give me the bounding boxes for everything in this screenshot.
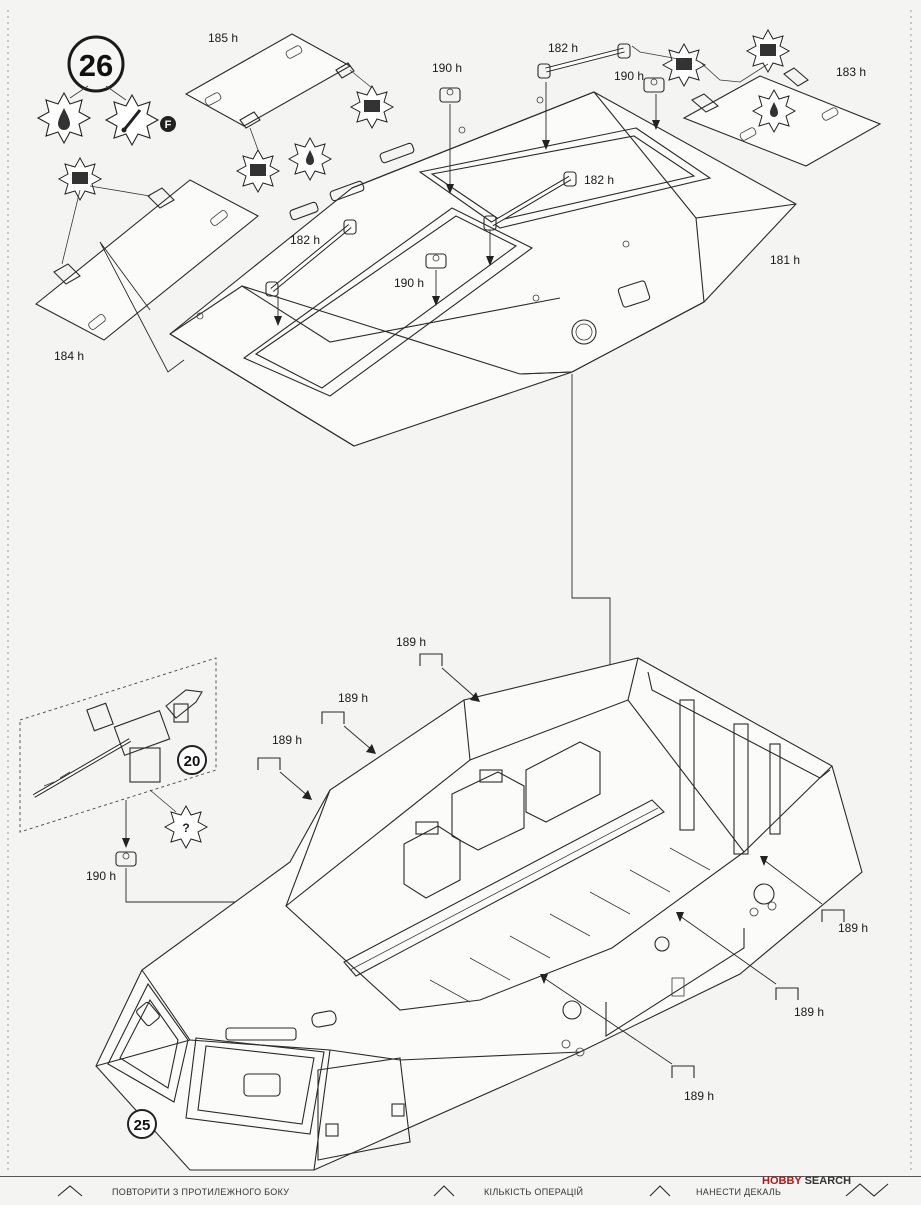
- part-189-handle: [419, 653, 443, 666]
- label-190-top: 190 h: [432, 61, 462, 75]
- part-189-handle: [821, 909, 845, 922]
- part-184-hatch: [35, 179, 259, 341]
- decal-sheet-icon: [349, 84, 395, 130]
- decal-sheet-icon: [57, 156, 103, 202]
- svg-text:26: 26: [79, 48, 113, 83]
- machine-gun-reference-inset: [19, 657, 217, 833]
- legend-decal-text: НАНЕСТИ ДЕКАЛЬ: [696, 1187, 782, 1197]
- part-189-handle: [775, 987, 799, 1000]
- label-189-upper-left: 189 h: [338, 691, 368, 705]
- label-190-middle: 190 h: [394, 276, 424, 290]
- part-190-bracket: [643, 77, 665, 93]
- part-190-bracket: [425, 253, 447, 269]
- label-190-right: 190 h: [614, 69, 644, 83]
- page-corner-icon: [845, 1183, 889, 1197]
- label-189-lower-right: 189 h: [794, 1005, 824, 1019]
- label-184: 184 h: [54, 349, 84, 363]
- assembly-arrows-lower: [279, 667, 823, 1065]
- label-182-middle: 182 h: [584, 173, 614, 187]
- part-182-handle: [537, 43, 631, 79]
- brush-icon: [104, 93, 160, 147]
- operation-count-icon: [433, 1185, 455, 1197]
- repeat-opposite-side-icon: [57, 1185, 83, 1197]
- legend-count-text: КІЛЬКІСТЬ ОПЕРАЦІЙ: [484, 1187, 584, 1197]
- glue-drop-icon: [36, 91, 92, 145]
- watermark-credit: HOBBY SEARCH: [762, 1175, 851, 1187]
- instruction-legend-footer: ПОВТОРИТИ З ПРОТИЛЕЖНОГО БОКУ КІЛЬКІСТЬ …: [0, 1176, 921, 1201]
- label-185: 185 h: [208, 31, 238, 45]
- decal-sheet-icon: [235, 148, 281, 194]
- label-189-left: 189 h: [272, 733, 302, 747]
- part-185-hatch: [184, 33, 355, 129]
- label-182-top: 182 h: [548, 41, 578, 55]
- reference-step-25-badge: 25: [127, 1109, 157, 1139]
- part-181-upper-hull: [169, 91, 797, 447]
- apply-decal-icon: [649, 1185, 671, 1197]
- svg-text:F: F: [165, 119, 172, 131]
- label-181: 181 h: [770, 253, 800, 267]
- step-number-badge: 26: [67, 35, 125, 93]
- flag-f-icon: F: [160, 116, 176, 132]
- svg-text:25: 25: [134, 1117, 151, 1134]
- label-183: 183 h: [836, 65, 866, 79]
- part-189-handle: [257, 757, 281, 770]
- glue-drop-icon: [287, 136, 333, 182]
- label-189-bottom: 189 h: [684, 1089, 714, 1103]
- label-190-inset: 190 h: [86, 869, 116, 883]
- decal-sheet-icon: [661, 42, 707, 88]
- watermark-brand: HOBBY: [762, 1175, 802, 1187]
- label-189-top: 189 h: [396, 635, 426, 649]
- glue-drop-icon: [751, 88, 797, 134]
- legend-repeat-text: ПОВТОРИТИ З ПРОТИЛЕЖНОГО БОКУ: [112, 1187, 290, 1197]
- part-190-bracket: [115, 851, 137, 867]
- decal-sheet-icon: [745, 28, 791, 74]
- question-choice-icon: ?: [163, 804, 209, 850]
- part-182-handle: [265, 219, 357, 297]
- part-189-handle: [671, 1065, 695, 1078]
- svg-text:?: ?: [182, 821, 189, 835]
- label-189-right: 189 h: [838, 921, 868, 935]
- lower-hull-body: [95, 657, 863, 1171]
- label-182-left: 182 h: [290, 233, 320, 247]
- svg-text:20: 20: [184, 753, 201, 770]
- reference-step-20-badge: 20: [177, 745, 207, 775]
- part-190-bracket: [439, 87, 461, 103]
- watermark-rest: SEARCH: [801, 1175, 852, 1187]
- part-189-handle: [321, 711, 345, 724]
- assembly-arrows-upper: [99, 82, 660, 373]
